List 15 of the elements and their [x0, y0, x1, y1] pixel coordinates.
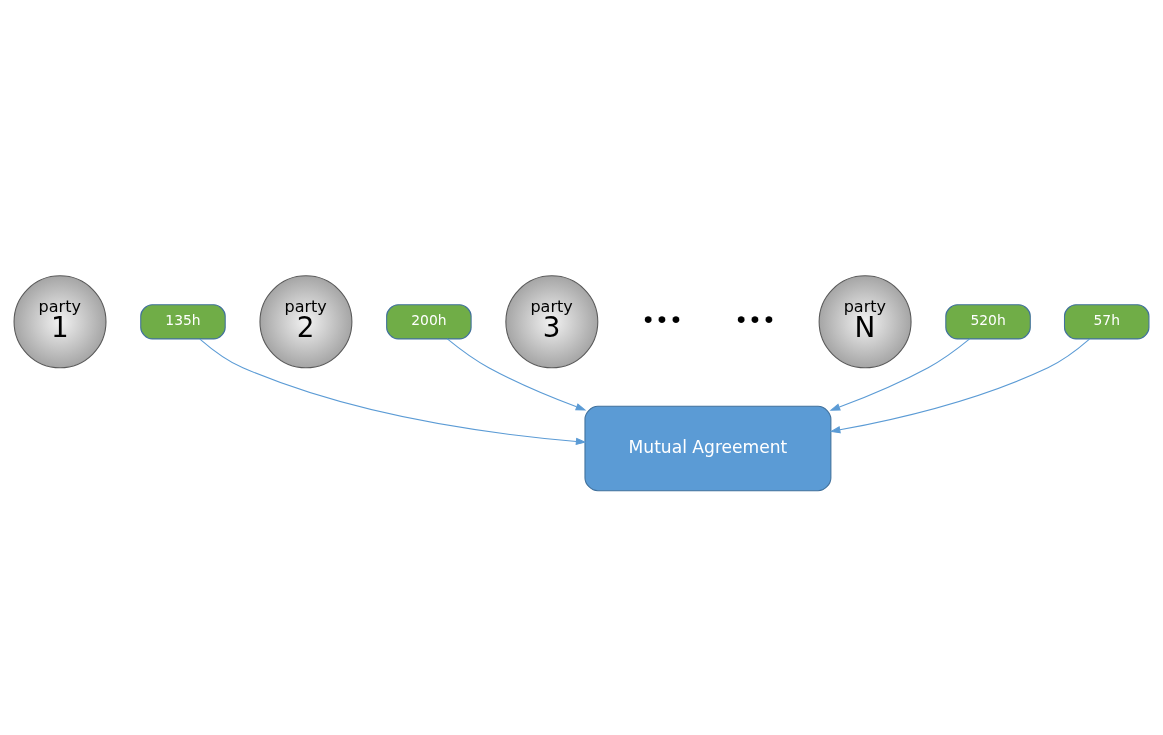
node-box: 520h	[945, 303, 1031, 339]
label: •••	[734, 305, 776, 334]
node-circle: party 2	[259, 274, 353, 368]
node-box: 135h	[140, 303, 226, 339]
node-circle: party 1	[13, 274, 107, 368]
label: •••	[641, 305, 683, 334]
node-box: 200h	[386, 303, 472, 339]
arrow	[199, 338, 587, 445]
node-circle: party 3	[505, 274, 599, 368]
node-box: Mutual Agreement	[584, 405, 832, 491]
arrow	[829, 338, 1091, 433]
arrow	[829, 337, 971, 411]
node-circle: party N	[818, 274, 912, 368]
node-box: 57h	[1063, 303, 1150, 339]
arrow	[446, 337, 587, 410]
